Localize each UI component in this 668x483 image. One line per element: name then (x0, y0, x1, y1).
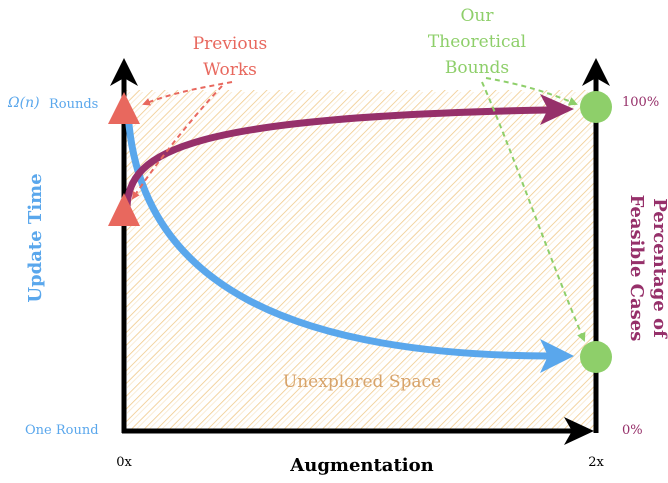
update-time-curve (124, 108, 552, 360)
hatch-overlay (127, 92, 596, 431)
our-bounds-label-line1: Our (460, 6, 494, 26)
previous-works-pointer-1 (142, 81, 233, 106)
omega-n-label: Ω(n) (7, 95, 40, 111)
unexplored-space-label: Unexplored Space (283, 372, 441, 392)
our-bounds-bottom-circle-icon (580, 341, 612, 373)
left-axis-arrow-icon (110, 58, 138, 86)
right-axis-title-line1: Percentage of (649, 198, 668, 339)
pct-0-label: 0% (622, 423, 643, 438)
update-time-arrowhead-icon (540, 339, 574, 373)
pct-100-label: 100% (622, 95, 659, 110)
previous-works-bottom-triangle-icon (108, 193, 140, 226)
previous-works-label-line1: Previous (193, 34, 268, 54)
x-max-label: 2x (588, 455, 604, 470)
bottom-axis-arrow-icon (564, 417, 594, 445)
update-time-axis-title: Update Time (25, 173, 46, 302)
previous-works-top-triangle-icon (108, 92, 140, 124)
right-axis-arrow-icon (582, 58, 610, 86)
previous-works-label-line2: Works (203, 60, 257, 80)
our-bounds-label-line3: Bounds (445, 58, 509, 78)
one-round-label: One Round (25, 423, 99, 438)
rounds-label: Rounds (49, 97, 98, 112)
our-bounds-label-line2: Theoretical (428, 32, 526, 52)
x-axis-title: Augmentation (289, 455, 433, 476)
previous-works-pointer-2 (131, 85, 223, 200)
our-bounds-pointer-2 (481, 81, 586, 342)
our-bounds-pointer-1 (485, 77, 578, 106)
our-bounds-top-circle-icon (580, 91, 612, 123)
feasible-cases-curve (123, 106, 552, 212)
feasible-cases-arrowhead-icon (540, 94, 574, 125)
right-axis-title-line2: Feasible Cases (626, 195, 647, 342)
x-min-label: 0x (116, 455, 132, 470)
